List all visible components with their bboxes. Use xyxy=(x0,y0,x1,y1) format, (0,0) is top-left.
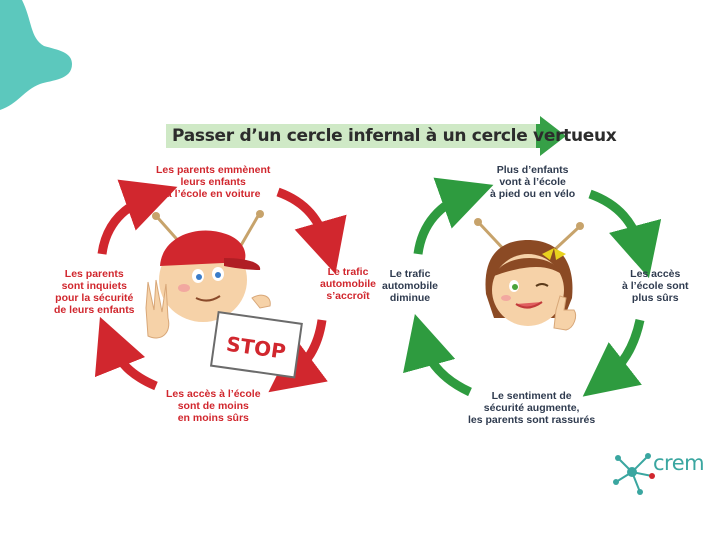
crem-logo-molecule xyxy=(613,453,655,495)
crem-logo-text: crem xyxy=(653,451,705,475)
arrow-top-left xyxy=(97,179,178,255)
arrow-bottom-left xyxy=(403,313,472,397)
decorative-splash xyxy=(0,0,72,110)
banner-title: Passer d’un cercle infernal à un cercle … xyxy=(172,126,617,146)
virtuous-cycle-graphic xyxy=(403,177,662,397)
arrow-bottom-left xyxy=(94,316,158,391)
arrow-top-right xyxy=(276,187,347,274)
title-banner-arrow xyxy=(166,116,566,156)
boy-illustration xyxy=(145,210,271,339)
arrow-bottom-right xyxy=(582,319,645,397)
girl-illustration xyxy=(474,218,584,331)
arrow-top-right xyxy=(588,189,662,279)
stop-sign: STOP xyxy=(209,311,303,379)
arrow-top-left xyxy=(413,177,494,255)
vicious-cycle-graphic: STOP xyxy=(94,179,347,393)
